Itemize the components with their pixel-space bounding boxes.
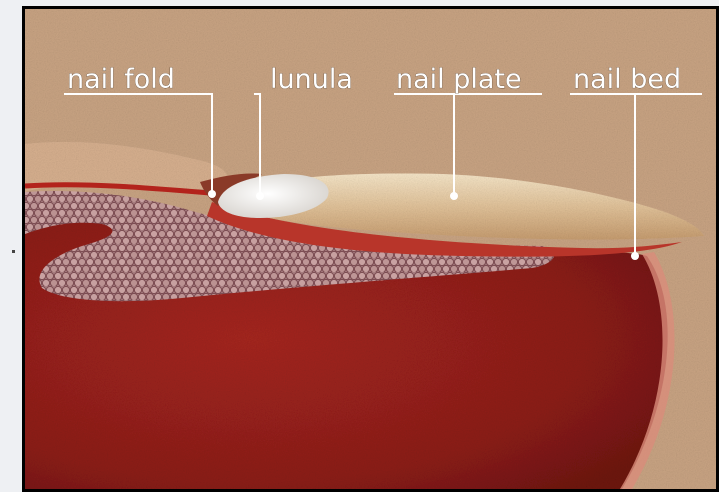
nail-anatomy-figure: nail fold lunula nail plate nail bed (22, 6, 719, 492)
label-nail-bed: nail bed (573, 64, 681, 95)
leader-dot-nail-bed (631, 252, 639, 260)
margin-marker (12, 250, 15, 253)
nail-anatomy-diagram: nail fold lunula nail plate nail bed (22, 6, 719, 492)
leader-dot-nail-fold (208, 190, 216, 198)
label-nail-fold: nail fold (67, 64, 175, 95)
leader-dot-lunula (256, 192, 264, 200)
leader-dot-nail-plate (450, 192, 458, 200)
label-lunula: lunula (270, 64, 353, 95)
label-nail-plate: nail plate (396, 64, 522, 95)
